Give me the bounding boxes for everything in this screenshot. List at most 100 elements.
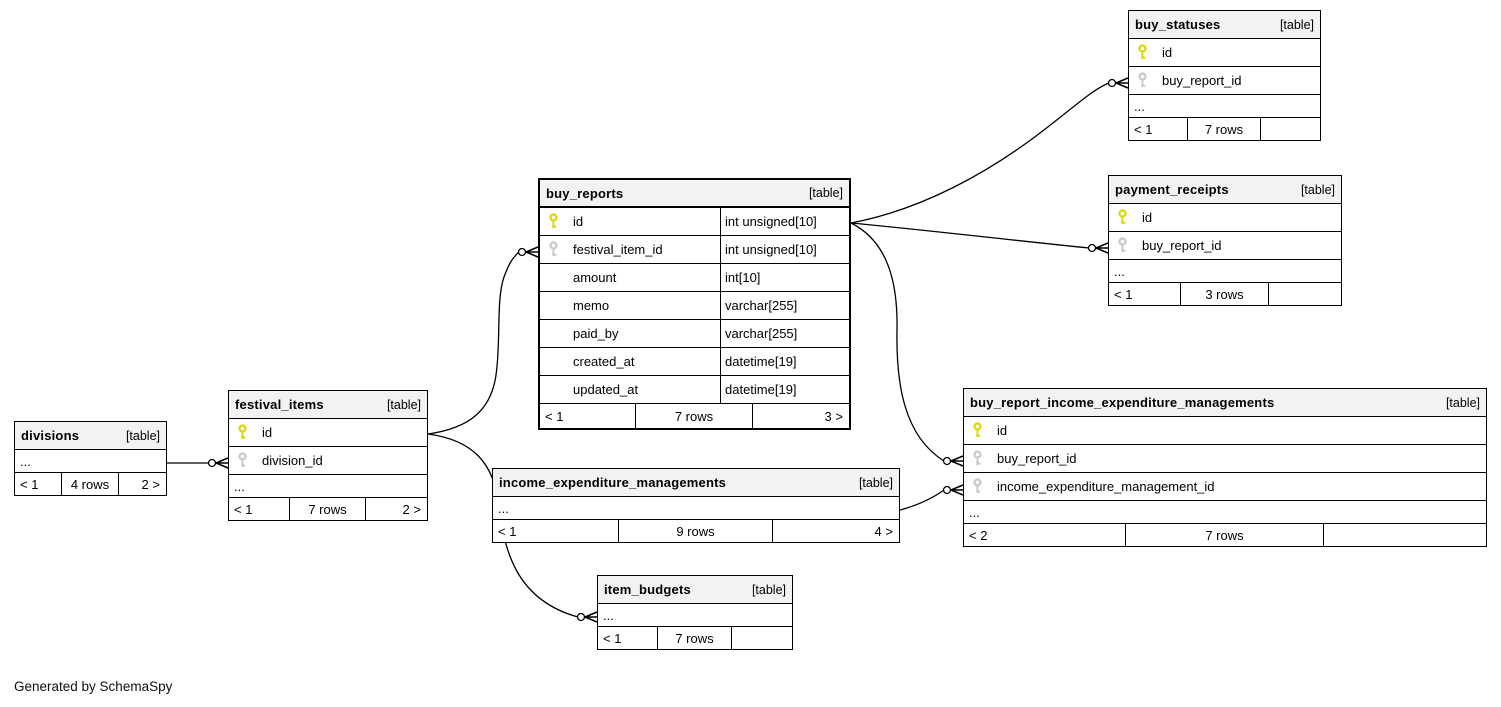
footer-parents: < 2 xyxy=(964,524,1126,546)
table-header: item_budgets [table] xyxy=(598,576,792,604)
table-item-budgets[interactable]: item_budgets [table] ... < 1 7 rows xyxy=(597,575,793,650)
primary-key-icon xyxy=(964,422,997,439)
column-name: buy_report_id xyxy=(1162,73,1242,88)
column-row: updated_at datetime[19] xyxy=(540,376,849,404)
ellipsis-text: ... xyxy=(20,453,31,469)
table-buy-report-income-expenditure-managements[interactable]: buy_report_income_expenditure_management… xyxy=(963,388,1487,547)
table-name: festival_items xyxy=(235,397,324,412)
table-payment-receipts[interactable]: payment_receipts [table] id buy_report_i… xyxy=(1108,175,1342,306)
footer-children xyxy=(1261,118,1320,140)
table-header: buy_report_income_expenditure_management… xyxy=(964,389,1486,417)
foreign-key-icon xyxy=(964,450,997,467)
generated-by-note: Generated by SchemaSpy xyxy=(14,679,173,694)
ellipsis-text: ... xyxy=(234,478,245,494)
foreign-key-icon xyxy=(1129,72,1162,89)
column-row: created_at datetime[19] xyxy=(540,348,849,376)
column-name: created_at xyxy=(573,354,635,369)
column-row: id xyxy=(1109,204,1341,232)
foreign-key-icon xyxy=(1109,237,1142,254)
footer-rowcount: 4 rows xyxy=(62,473,120,495)
column-type: varchar[255] xyxy=(720,292,849,319)
table-footer: < 1 9 rows 4 > xyxy=(493,520,899,542)
ellipsis-text: ... xyxy=(969,504,980,520)
footer-parents: < 1 xyxy=(493,520,619,542)
ellipsis-text: ... xyxy=(1134,98,1145,114)
table-tag: [table] xyxy=(858,475,893,490)
edge-divisions-to-festival-items xyxy=(167,457,229,469)
table-name: item_budgets xyxy=(604,582,691,597)
column-name: festival_item_id xyxy=(573,242,663,257)
table-tag: [table] xyxy=(1445,395,1480,410)
footer-parents: < 1 xyxy=(1109,283,1181,305)
primary-key-icon xyxy=(1129,44,1162,61)
column-row: id xyxy=(1129,39,1320,67)
footer-rowcount: 7 rows xyxy=(290,498,366,520)
foreign-key-icon xyxy=(540,241,573,258)
table-footer: < 2 7 rows xyxy=(964,524,1486,546)
column-row: festival_item_id int unsigned[10] xyxy=(540,236,849,264)
column-row: amount int[10] xyxy=(540,264,849,292)
column-row: income_expenditure_management_id xyxy=(964,473,1486,501)
table-tag: [table] xyxy=(751,582,786,597)
column-row: buy_report_id xyxy=(1109,232,1341,260)
table-name: buy_reports xyxy=(546,185,624,201)
table-header: festival_items [table] xyxy=(229,391,427,419)
table-buy-reports[interactable]: buy_reports [table] id int unsigned[10] … xyxy=(538,178,851,430)
footer-parents: < 1 xyxy=(229,498,291,520)
table-name: payment_receipts xyxy=(1115,182,1229,197)
column-name: id xyxy=(1142,210,1153,225)
table-header: divisions [table] xyxy=(15,422,166,450)
edge-festival-items-to-buy-reports xyxy=(427,246,539,435)
column-row: division_id xyxy=(229,447,427,475)
column-name: id xyxy=(1162,45,1173,60)
table-festival-items[interactable]: festival_items [table] id division_id xyxy=(228,390,428,521)
primary-key-icon xyxy=(1109,209,1142,226)
columns-ellipsis: ... xyxy=(493,497,899,520)
footer-rowcount: 7 rows xyxy=(1126,524,1325,546)
column-name: paid_by xyxy=(573,326,619,341)
foreign-key-icon xyxy=(964,478,997,495)
columns-ellipsis: ... xyxy=(1109,260,1341,283)
column-row: id xyxy=(964,417,1486,445)
footer-children: 2 > xyxy=(141,476,160,492)
table-income-expenditure-managements[interactable]: income_expenditure_managements [table] .… xyxy=(492,468,900,543)
edge-buy-reports-to-buy-report-income-expenditure-managements xyxy=(850,222,964,467)
footer-rowcount: 7 rows xyxy=(1188,118,1261,140)
column-name: buy_report_id xyxy=(1142,238,1222,253)
table-footer: < 1 7 rows xyxy=(598,627,792,649)
column-type: int[10] xyxy=(720,264,849,291)
footer-children xyxy=(1324,524,1486,546)
footer-rowcount: 7 rows xyxy=(636,404,754,428)
edge-buy-reports-to-buy-statuses xyxy=(850,77,1129,224)
column-name: buy_report_id xyxy=(997,451,1077,466)
column-row: memo varchar[255] xyxy=(540,292,849,320)
table-buy-statuses[interactable]: buy_statuses [table] id buy_report_id xyxy=(1128,10,1321,141)
column-row: buy_report_id xyxy=(964,445,1486,473)
primary-key-icon xyxy=(229,424,262,441)
column-type: datetime[19] xyxy=(720,376,849,403)
column-name: amount xyxy=(573,270,617,285)
table-tag: [table] xyxy=(125,428,160,443)
column-name: id xyxy=(573,214,584,229)
table-name: buy_report_income_expenditure_management… xyxy=(970,395,1275,410)
table-header: income_expenditure_managements [table] xyxy=(493,469,899,497)
columns-ellipsis: ... xyxy=(598,604,792,627)
footer-children xyxy=(1269,283,1341,305)
footer-parents: < 1 xyxy=(15,473,62,495)
column-row: buy_report_id xyxy=(1129,67,1320,95)
footer-rowcount: 3 rows xyxy=(1181,283,1270,305)
table-header: buy_statuses [table] xyxy=(1129,11,1320,39)
column-name: memo xyxy=(573,298,610,313)
column-type: int unsigned[10] xyxy=(720,236,849,263)
primary-key-icon xyxy=(540,213,573,230)
table-divisions[interactable]: divisions [table] ... < 1 4 rows 2 > xyxy=(14,421,167,496)
table-tag: [table] xyxy=(1279,17,1314,32)
ellipsis-text: ... xyxy=(603,607,614,623)
ellipsis-text: ... xyxy=(1114,263,1125,279)
footer-children xyxy=(732,627,792,649)
ellipsis-text: ... xyxy=(498,500,509,516)
column-type: varchar[255] xyxy=(720,320,849,347)
foreign-key-icon xyxy=(229,452,262,469)
